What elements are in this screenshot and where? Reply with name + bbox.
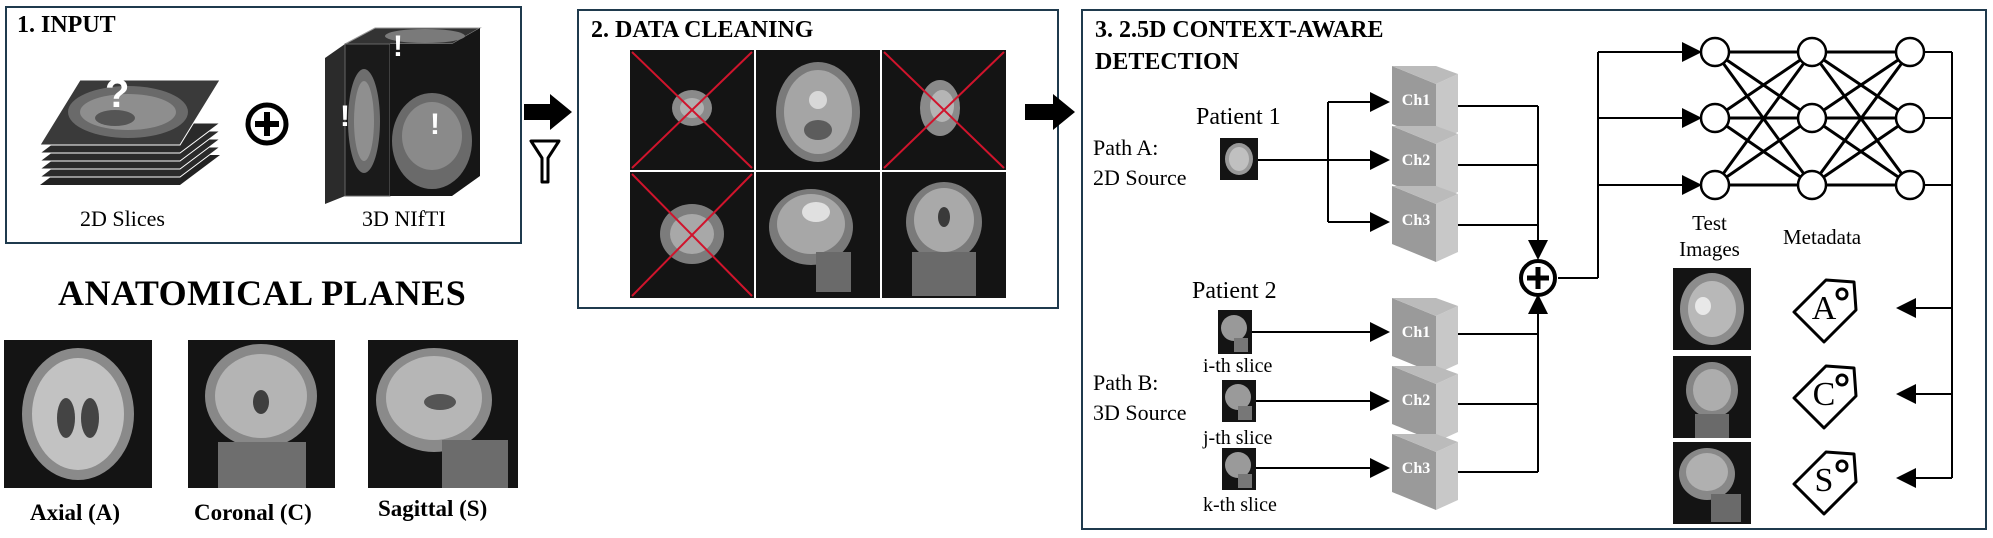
path-b-label-line2: 3D Source (1093, 400, 1187, 425)
channel-label: Ch2 (1401, 152, 1431, 169)
patient2-slice-j-image (1222, 380, 1256, 422)
slice-i-label: i-th slice (1203, 355, 1273, 377)
detection-title-line1: 3. 2.5D CONTEXT-AWARE (1095, 17, 1384, 43)
nifti-label: 3D NIfTI (362, 206, 446, 231)
channel-prism-a-1: Ch1 (1390, 66, 1460, 142)
slice-k-label: k-th slice (1203, 494, 1277, 516)
cleaning-title: 2. DATA CLEANING (591, 17, 814, 43)
plane-axial-image (4, 340, 152, 488)
channel-prism-b-3: Ch3 (1390, 434, 1460, 510)
patient2-label: Patient 2 (1192, 278, 1277, 304)
plus-icon (245, 102, 289, 146)
cleaning-image-5 (756, 172, 880, 298)
plane-sagittal-label: Sagittal (S) (378, 496, 488, 521)
path-a-label-line2: 2D Source (1093, 165, 1187, 190)
cube-exclamation-left: ! (340, 100, 350, 133)
channel-label: Ch1 (1401, 92, 1431, 109)
channel-prism-b-1: Ch1 (1390, 298, 1460, 374)
metadata-tag-icon: C (1790, 362, 1860, 432)
slices-stack (10, 60, 230, 210)
test-image-sagittal (1673, 442, 1751, 524)
channel-label: Ch1 (1401, 324, 1431, 341)
patient1-image (1220, 138, 1258, 180)
plane-axial-label: Axial (A) (30, 500, 121, 525)
metadata-tag-icon: S (1790, 448, 1860, 518)
metadata-tag-label: C (1812, 376, 1836, 413)
metadata-tag-label: A (1811, 290, 1837, 327)
planes-title: ANATOMICAL PLANES (58, 273, 467, 313)
patient2-slice-k-image (1222, 448, 1256, 490)
nifti-cube (320, 26, 485, 206)
arrow-cleaning-to-detection (1023, 92, 1077, 132)
slice-j-label: j-th slice (1203, 427, 1273, 449)
detection-title-line2: DETECTION (1095, 49, 1240, 75)
metadata-tag-icon: A (1790, 276, 1860, 346)
channel-label: Ch2 (1401, 392, 1431, 409)
patient1-label: Patient 1 (1196, 104, 1281, 130)
arrow-input-to-cleaning (522, 92, 574, 132)
channel-label: Ch3 (1401, 212, 1431, 229)
path-a-label-line1: Path A: (1093, 135, 1159, 160)
test-image-axial (1673, 268, 1751, 350)
merge-plus-icon (1518, 258, 1558, 298)
metadata-label: Metadata (1783, 225, 1862, 249)
input-title: 1. INPUT (17, 12, 116, 38)
metadata-tag-label: S (1814, 462, 1834, 499)
test-images-label: Test Images (1679, 211, 1740, 261)
plane-coronal-image (188, 340, 335, 488)
plane-sagittal-image (368, 340, 518, 488)
path-b-label-line1: Path B: (1093, 370, 1159, 395)
patient2-slice-i-image (1218, 310, 1252, 354)
channel-prism-b-2: Ch2 (1390, 366, 1460, 442)
cleaning-image-6 (882, 172, 1006, 298)
slices-label: 2D Slices (80, 206, 165, 231)
cube-exclamation-right: ! (430, 108, 440, 141)
test-image-coronal (1673, 356, 1751, 438)
cube-exclamation-top: ! (393, 30, 403, 63)
slices-question-mark: ? (105, 72, 130, 116)
cleaning-image-2 (756, 50, 880, 170)
channel-label: Ch3 (1401, 460, 1431, 477)
filter-icon (528, 138, 562, 186)
channel-prism-a-3: Ch3 (1390, 186, 1460, 262)
channel-prism-a-2: Ch2 (1390, 126, 1460, 202)
plane-coronal-label: Coronal (C) (194, 500, 312, 525)
